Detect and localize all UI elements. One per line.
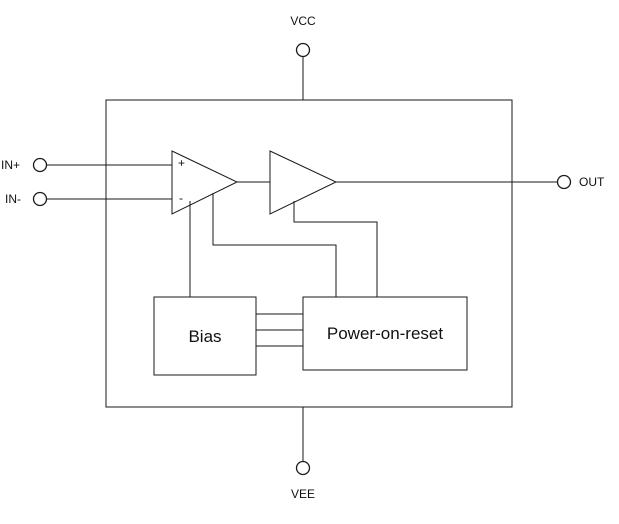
vcc-label: VCC (290, 14, 316, 28)
por-to-output-buffer-wire (293, 201, 378, 297)
amplifier-plus-sign: + (178, 156, 185, 170)
output-buffer-triangle (269, 150, 338, 215)
in-minus-pin (32, 191, 48, 207)
bias-block (153, 296, 257, 376)
vee-label: VEE (291, 487, 315, 501)
vcc-pin (295, 42, 311, 58)
vee-pin (295, 460, 311, 476)
amplifier-minus-sign: - (179, 191, 183, 205)
por-to-input-amplifier-wire (212, 193, 337, 297)
power-on-reset-label: Power-on-reset (327, 324, 443, 343)
in-plus-pin (32, 157, 48, 173)
out-label: OUT (579, 175, 605, 189)
power-on-reset-block (302, 296, 468, 371)
input-amplifier-triangle (171, 150, 239, 215)
bias-label: Bias (188, 327, 221, 346)
in-plus-label: IN+ (1, 158, 20, 172)
in-minus-label: IN- (5, 192, 21, 206)
out-pin (556, 174, 572, 190)
